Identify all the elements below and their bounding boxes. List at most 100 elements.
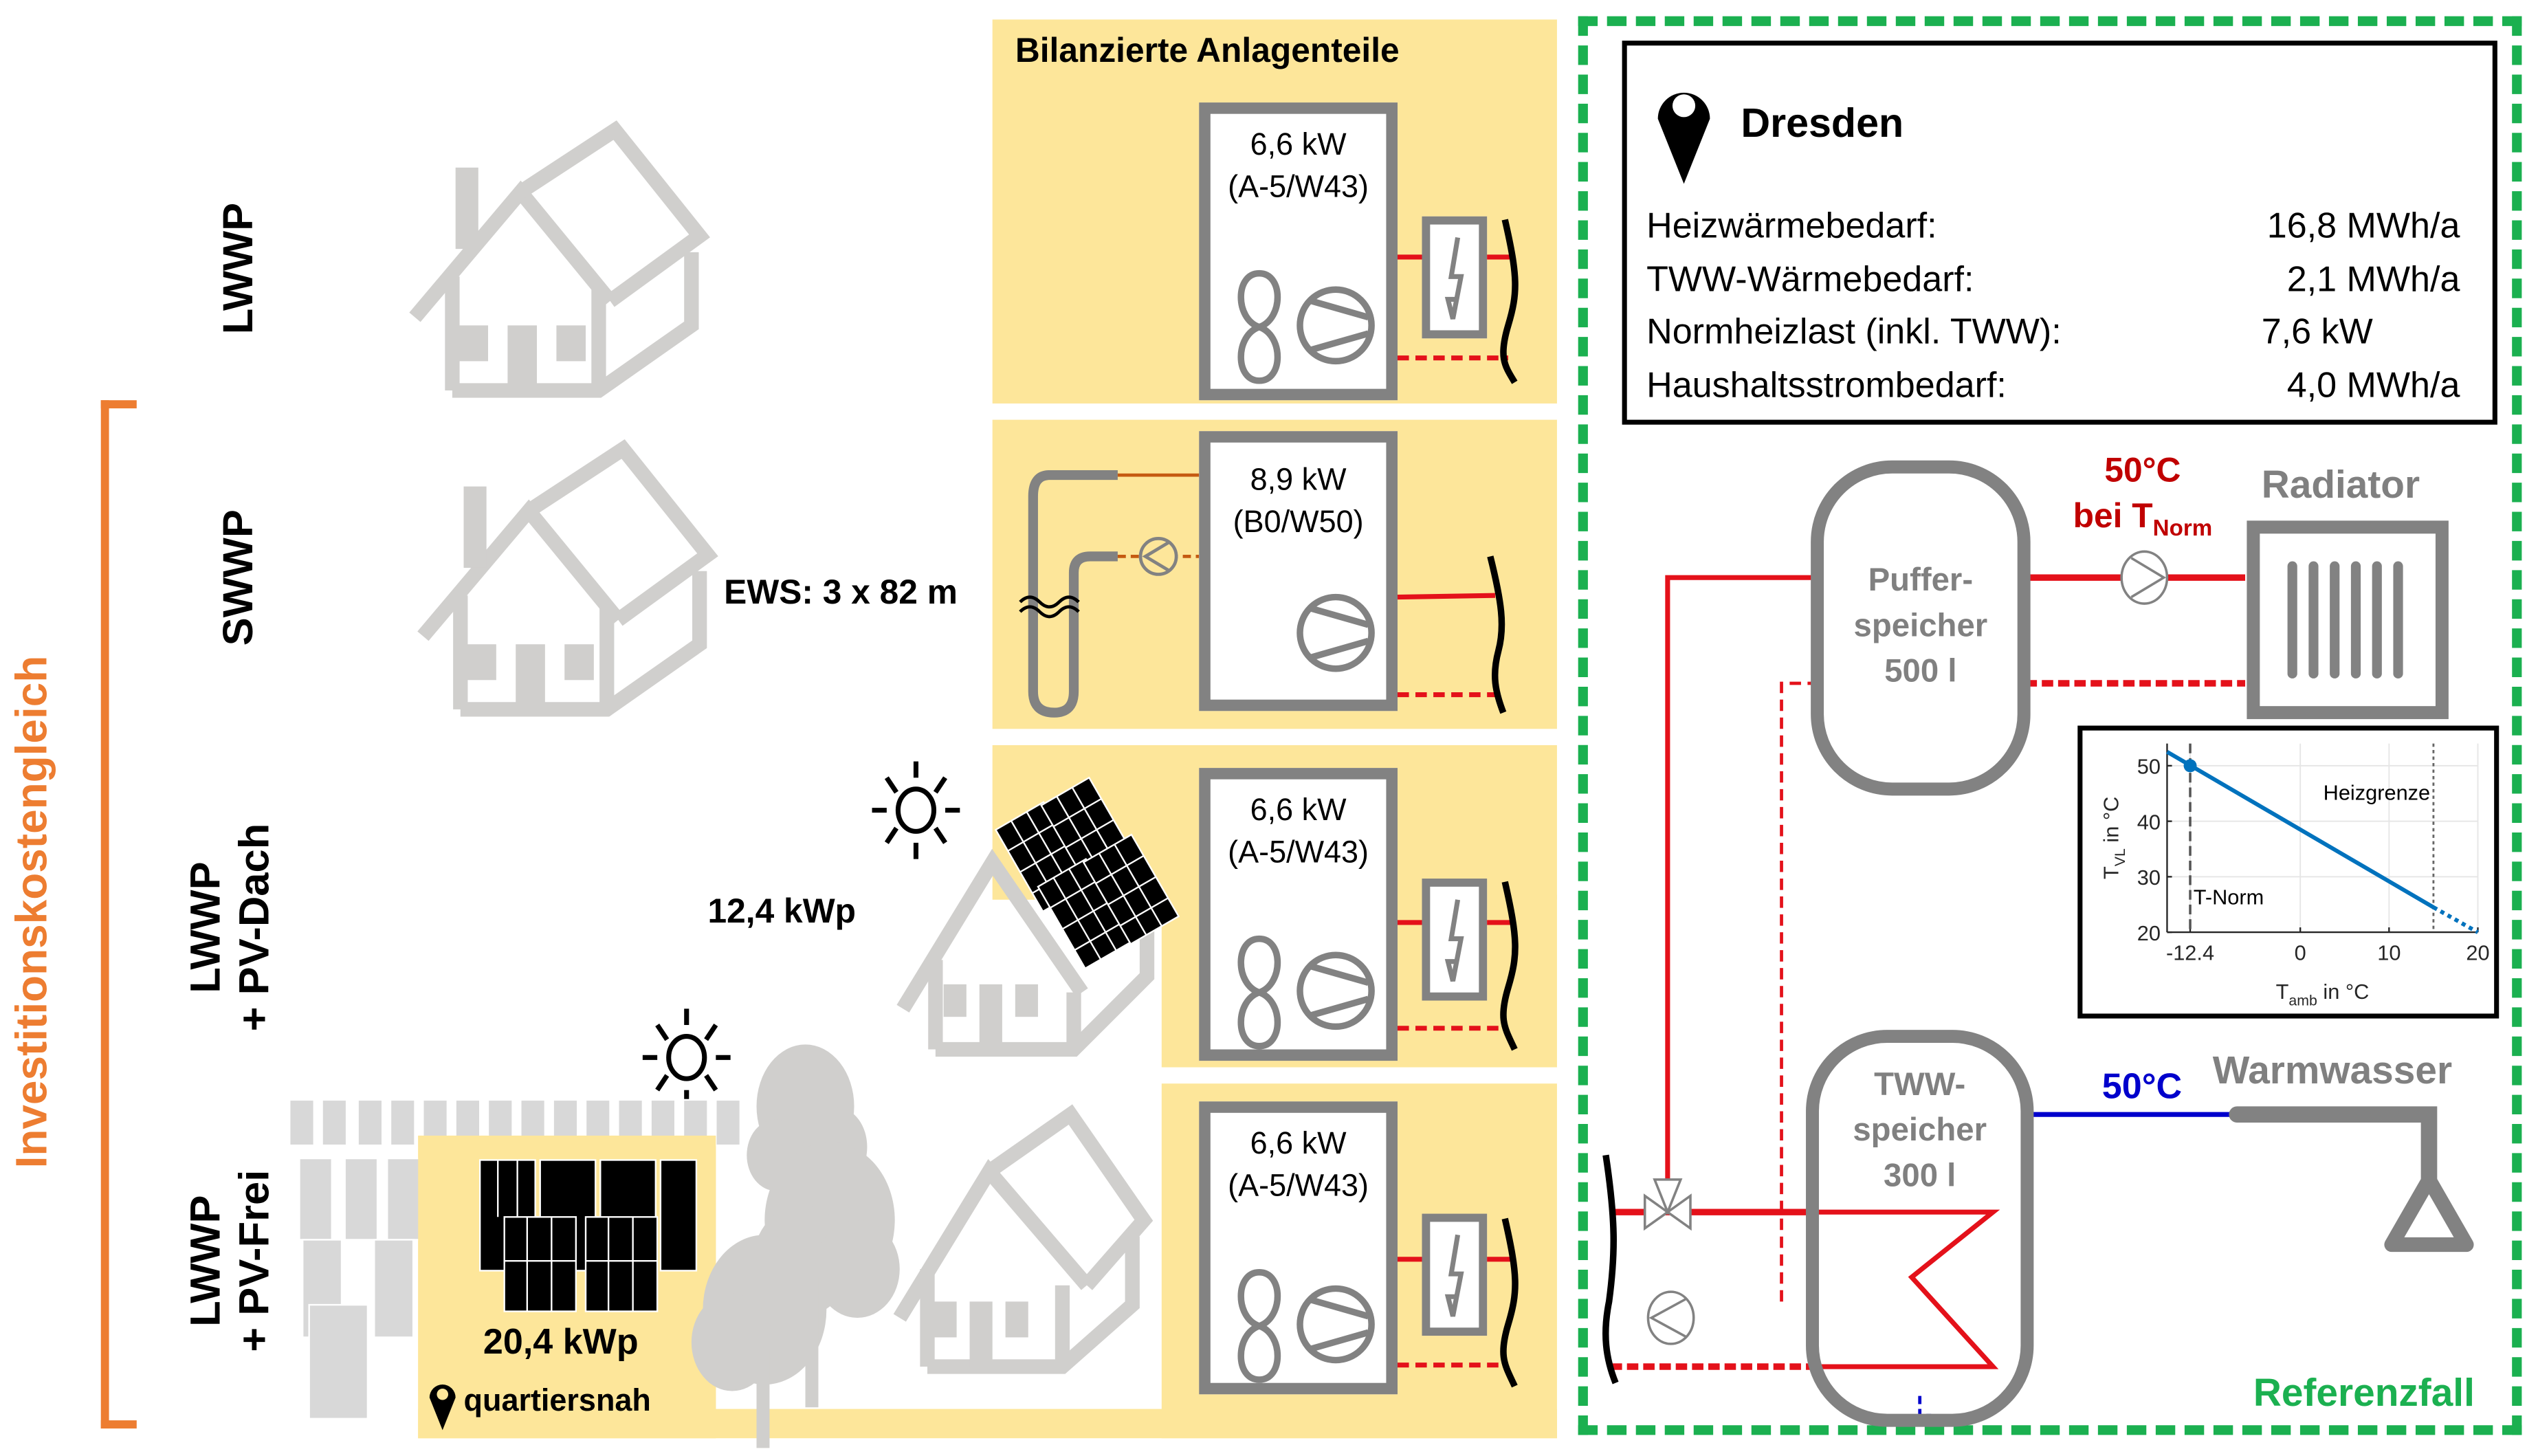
info-label: Heizwärmebedarf: (1646, 205, 1937, 246)
fan-icon (1237, 935, 1281, 1050)
city-name: Dresden (1741, 100, 1904, 147)
fan-icon (1237, 269, 1281, 384)
bracket-label: Investitionskostengleich (7, 655, 56, 1169)
chart-ylabel-main: T (2099, 866, 2123, 879)
inverter-box (1422, 879, 1488, 1001)
grid-connection (1397, 1217, 1519, 1388)
row-label-lwwp: LWWP (213, 171, 262, 366)
lightning-icon (1444, 236, 1464, 320)
chart-xlabel-sub: amb (2288, 993, 2317, 1009)
radiator-label: Radiator (2261, 463, 2420, 508)
hp-power: 6,6 kW (1250, 128, 1347, 163)
supply-temp-condition: bei TNorm (2053, 494, 2232, 550)
dhw-tank-label-line: speicher (1853, 1112, 1987, 1149)
inverter-box (1422, 1213, 1488, 1336)
grid-connection (1397, 219, 1519, 384)
buffer-tank-label-line: Puffer- (1868, 562, 1974, 599)
reference-case-label: Referenzfall (2253, 1371, 2475, 1416)
three-way-valve-icon (1643, 1178, 1692, 1231)
location-pin-icon (1657, 92, 1710, 184)
buffer-tank-label: Puffer- speicher 500 l (1811, 558, 2031, 695)
hp-rating: (A-5/W43) (1228, 170, 1369, 206)
heating-curve-chart: -12.4 0 10 20 20 30 40 50 Heizgrenze T-N… (2077, 725, 2500, 1019)
supply-temp-sub: Norm (2152, 514, 2213, 541)
heat-pump-swwp: 8,9 kW (B0/W50) (1199, 431, 1398, 712)
info-value: 2,1 MWh/a (2286, 258, 2460, 300)
solar-farm-background (289, 1099, 742, 1420)
fan-icon (1237, 1269, 1281, 1383)
lightning-icon (1444, 1234, 1464, 1317)
chart-xlabel-suffix: in °C (2317, 980, 2370, 1004)
info-value: 16,8 MWh/a (2266, 205, 2460, 246)
chart-ylabel: TVL in °C (2099, 797, 2128, 879)
house-icon (893, 1104, 1154, 1374)
info-value: 7,6 kW (2261, 311, 2373, 352)
compressor-icon (1296, 593, 1375, 672)
compressor-icon (1296, 286, 1375, 365)
chart-xlabel-main: T (2276, 980, 2289, 1004)
house-icon (417, 439, 718, 717)
pump-icon (1646, 1290, 1695, 1345)
sun-icon (872, 761, 960, 859)
row-label-lwwp-pv-dach: LWWP + PV-Dach (181, 789, 278, 1066)
supply-temp-value: 50°C (2104, 452, 2181, 490)
pv-field-location: quartiersnah (463, 1385, 651, 1419)
balanced-parts-title: Bilanzierte Anlagenteile (1015, 32, 1400, 70)
dhw-temperature: 50°C (2101, 1066, 2183, 1107)
lightning-icon (1444, 899, 1464, 982)
trees-icon (691, 1044, 900, 1448)
radiator-icon (2247, 520, 2449, 720)
dhw-tank (1806, 1030, 2034, 1427)
grid-connection (1397, 881, 1519, 1051)
reference-case-frame (1578, 16, 2522, 1435)
hp-rating: (B0/W50) (1233, 506, 1364, 540)
ground-probe-label: EWS: 3 x 82 m (724, 574, 958, 612)
row-label-line: LWWP (213, 202, 263, 335)
chart-annotation-tnorm: T-Norm (2194, 885, 2264, 909)
chart-plot: -12.4 0 10 20 20 30 40 50 Heizgrenze T-N… (2099, 743, 2490, 1009)
chart-marker-point (2183, 759, 2197, 773)
supply-temperature: 50°C bei TNorm (2053, 449, 2232, 550)
row-label-line: LWWP (180, 861, 230, 993)
hp-power: 6,6 kW (1250, 1127, 1347, 1162)
info-label: TWW-Wärmebedarf: (1646, 258, 1974, 300)
hp-power: 6,6 kW (1250, 793, 1347, 828)
chart-ylabel-sub: VL (2112, 848, 2128, 866)
investment-cost-bracket (100, 400, 137, 1429)
house-with-pv-icon (896, 776, 1180, 1057)
pv-roof-capacity: 12,4 kWp (707, 893, 856, 931)
row-label-line: LWWP (180, 1195, 230, 1327)
compressor-icon (1296, 1285, 1375, 1364)
chart-xlabel: Tamb in °C (2276, 980, 2370, 1008)
supply-temp-prefix: bei T (2073, 498, 2153, 536)
hp-power: 8,9 kW (1250, 463, 1347, 498)
location-pin-icon (429, 1385, 456, 1431)
warmwater-label: Warmwasser (2212, 1049, 2453, 1094)
row-label-line: + PV-Dach (229, 823, 278, 1032)
row-label-swwp: SWWP (213, 480, 262, 675)
grid-connection (1397, 555, 1507, 714)
heat-pump-lwwp: 6,6 kW (A-5/W43) (1199, 102, 1398, 401)
info-value: 4,0 MWh/a (2286, 364, 2460, 406)
solar-panel-icon (478, 1159, 698, 1312)
info-label: Haushaltsstrombedarf: (1646, 364, 2007, 406)
chart-series-line (2432, 905, 2479, 934)
heat-pump-lwwp-pv-frei: 6,6 kW (A-5/W43) (1199, 1101, 1398, 1395)
shower-icon (2229, 1106, 2474, 1253)
dhw-tank-label-line: 300 l (1884, 1158, 1956, 1195)
chart-xtick-label: 20 (2466, 940, 2489, 964)
chart-series-line (2165, 750, 2435, 909)
dhw-tank-label-line: TWW- (1874, 1067, 1966, 1103)
solar-panel-icon (994, 776, 1180, 970)
chart-xtick-label: 10 (2377, 940, 2401, 964)
compressor-icon (1296, 951, 1375, 1030)
chart-ytick-label: 40 (2137, 810, 2161, 834)
chart-annotation-heizgrenze: Heizgrenze (2324, 781, 2431, 805)
info-label: Normheizlast (inkl. TWW): (1646, 311, 2062, 352)
hydraulic-schematic (1602, 550, 2474, 1418)
location-info-box: Dresden Heizwärmebedarf: 16,8 MWh/a TWW-… (1622, 41, 2497, 425)
chart-ylabel-suffix: in °C (2099, 797, 2123, 849)
dhw-tank-label: TWW- speicher 300 l (1806, 1062, 2033, 1199)
chart-xtick-label: -12.4 (2166, 940, 2214, 964)
